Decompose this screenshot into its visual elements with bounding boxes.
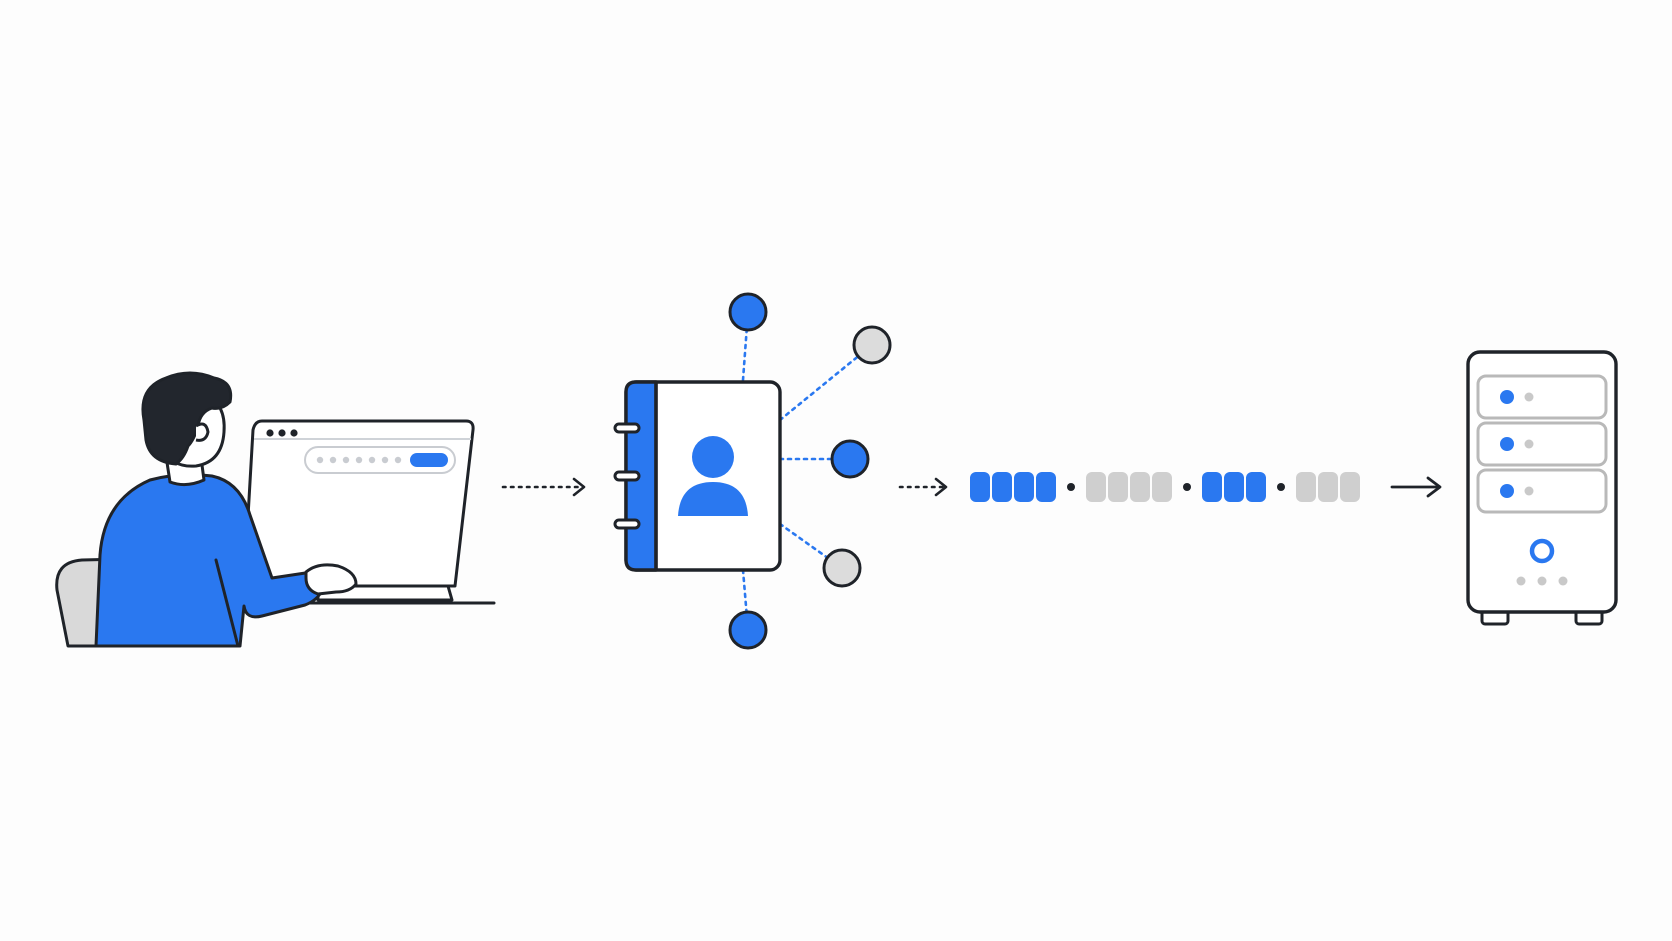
dotted-arrow-right-icon (501, 477, 586, 497)
packet-group (1086, 472, 1172, 502)
drive-status-light (1500, 390, 1514, 404)
masked-character-dot (381, 456, 389, 464)
directory-spokes (728, 292, 892, 650)
laptop-screen (242, 419, 475, 588)
node-icon (728, 610, 768, 650)
drive-activity-light (1524, 486, 1534, 496)
packet-block (992, 472, 1012, 502)
dotted-arrow-right-icon (898, 477, 948, 497)
data-stream (970, 472, 1360, 502)
server-drive-bays (1476, 374, 1608, 514)
masked-character-dot (342, 456, 350, 464)
packet-block (1036, 472, 1056, 502)
packet-block (1014, 472, 1034, 502)
contact-avatar-icon (678, 436, 748, 516)
packet-block (1202, 472, 1222, 502)
packet-block (1086, 472, 1106, 502)
power-button-icon (1529, 538, 1555, 564)
packet-block (1108, 472, 1128, 502)
drive-bay (1476, 468, 1608, 514)
packet-block (1130, 472, 1150, 502)
node-icon (728, 292, 768, 332)
packet-block (1318, 472, 1338, 502)
masked-character-dot (329, 456, 337, 464)
stream-separator-dot (1183, 483, 1191, 491)
server-indicator-dots (1516, 576, 1568, 586)
packet-block (1224, 472, 1244, 502)
packet-block (970, 472, 990, 502)
masked-characters (316, 456, 402, 464)
drive-activity-light (1524, 439, 1534, 449)
window-controls (266, 429, 298, 437)
masked-character-dot (316, 456, 324, 464)
packet-group (1202, 472, 1266, 502)
person-body (94, 473, 324, 648)
address-book-icon (613, 380, 782, 572)
stream-separator-dot (1067, 483, 1075, 491)
spoke-connector (778, 343, 874, 422)
masked-character-dot (394, 456, 402, 464)
node-icon (830, 439, 870, 479)
masked-character-dot (355, 456, 363, 464)
stream-separator-dot (1277, 483, 1285, 491)
packet-group (970, 472, 1056, 502)
person-hand (304, 563, 358, 596)
person-arm (214, 558, 240, 648)
packet-block (1340, 472, 1360, 502)
login-button (410, 453, 448, 467)
node-icon (852, 325, 892, 365)
drive-bay (1476, 421, 1608, 467)
packet-group (1296, 472, 1360, 502)
person-hair (141, 371, 233, 466)
person-at-laptop-icon (55, 371, 496, 648)
server-tower-icon (1466, 350, 1618, 626)
node-icon (822, 548, 862, 588)
person-ear (195, 422, 210, 442)
drive-status-light (1500, 484, 1514, 498)
drive-activity-light (1524, 392, 1534, 402)
drive-bay (1476, 374, 1608, 420)
masked-character-dot (368, 456, 376, 464)
packet-block (1152, 472, 1172, 502)
arrow-right-icon (1390, 476, 1442, 498)
drive-status-light (1500, 437, 1514, 451)
packet-block (1296, 472, 1316, 502)
directory-hub (613, 292, 892, 650)
packet-block (1246, 472, 1266, 502)
